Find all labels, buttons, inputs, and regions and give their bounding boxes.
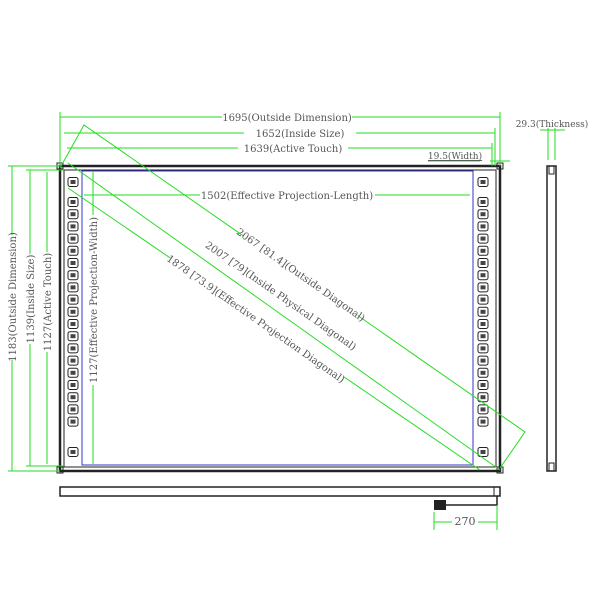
hotkey-icon (70, 334, 76, 339)
horizontal-dimensions: 1695(Outside Dimension) 1652(Inside Size… (59, 110, 589, 530)
projection-width-label: 1127(Effective Projection-Width) (89, 217, 100, 383)
projection-length-label: 1502(Effective Projection-Length) (201, 191, 373, 202)
board-bottom-view (59, 486, 501, 510)
active-width-label: 1639(Active Touch) (244, 144, 343, 155)
hotkey-icon (480, 358, 486, 363)
hotkey-icon (70, 212, 76, 217)
hotkey-icon (480, 200, 486, 204)
hotkeys-left (67, 177, 79, 457)
inside-width-label: 1652(Inside Size) (256, 129, 345, 140)
hotkey-icon (480, 248, 486, 253)
hotkey-icon (70, 358, 76, 363)
hotkey-icon (70, 407, 76, 412)
hotkeys-right (477, 177, 489, 457)
hotkey-icon (480, 212, 486, 217)
hotkey-icon (70, 322, 76, 326)
hotkey-icon (480, 395, 486, 400)
hotkey-icon (480, 407, 486, 412)
hotkey-icon (70, 236, 76, 241)
hotkey-icon (70, 200, 76, 204)
hotkey-icon (480, 236, 486, 241)
hotkey-icon (70, 370, 76, 375)
hotkey-icon (70, 383, 76, 387)
outer-frame (58, 164, 502, 473)
usb-cable (446, 496, 498, 506)
usb-plug-icon (434, 500, 446, 510)
thickness-label: 29.3(Thickness) (516, 119, 589, 130)
hotkey-icon (70, 395, 76, 400)
inner-frame (63, 169, 497, 468)
active-height-label: 1127(Active Touch) (43, 253, 54, 352)
hotkey-icon (480, 383, 486, 387)
hotkey-icon (480, 450, 486, 454)
hotkey-icon (70, 261, 76, 265)
hotkey-icon (480, 419, 486, 424)
board-front-view (56, 162, 504, 474)
hotkey-icon (70, 285, 76, 290)
hotkey-icon (480, 285, 486, 290)
hotkey-icon (70, 224, 76, 229)
outside-width-label: 1695(Outside Dimension) (222, 113, 352, 124)
hotkey-icon (70, 248, 76, 253)
hotkey-icon (70, 450, 76, 454)
hotkey-icon (480, 370, 486, 375)
projection-area (81, 170, 474, 466)
hotkey-icon (70, 346, 76, 351)
hotkey-icon (70, 419, 76, 424)
inside-height-label: 1139(Inside Size) (26, 255, 37, 344)
hotkey-icon (70, 297, 76, 302)
hotkey-icon (480, 261, 486, 265)
hotkey-icon (480, 224, 486, 229)
corner-br (496, 466, 504, 474)
hotkey-icon (480, 180, 486, 184)
hotkey-icon (70, 273, 76, 278)
hotkey-icon (480, 273, 486, 278)
hotkey-icon (480, 334, 486, 339)
hotkey-icon (480, 297, 486, 302)
board-side-view (546, 165, 557, 472)
hotkey-icon (70, 180, 76, 184)
vertical-dimensions: 1183(Outside Dimension) 1139(Inside Size… (6, 165, 100, 472)
hotkey-icon (70, 309, 76, 314)
diagonal-dimensions: 2067 [81.4](Outside Diagonal) 2007 [79](… (59, 124, 526, 471)
hotkey-icon (480, 346, 486, 351)
cable-length-label: 270 (455, 515, 476, 528)
hotkey-icon (480, 309, 486, 314)
hotkey-icon (480, 322, 486, 326)
outside-height-label: 1183(Outside Dimension) (8, 232, 19, 362)
corner-bl (56, 466, 64, 474)
frame-width-label: 19.5(Width) (428, 151, 482, 162)
